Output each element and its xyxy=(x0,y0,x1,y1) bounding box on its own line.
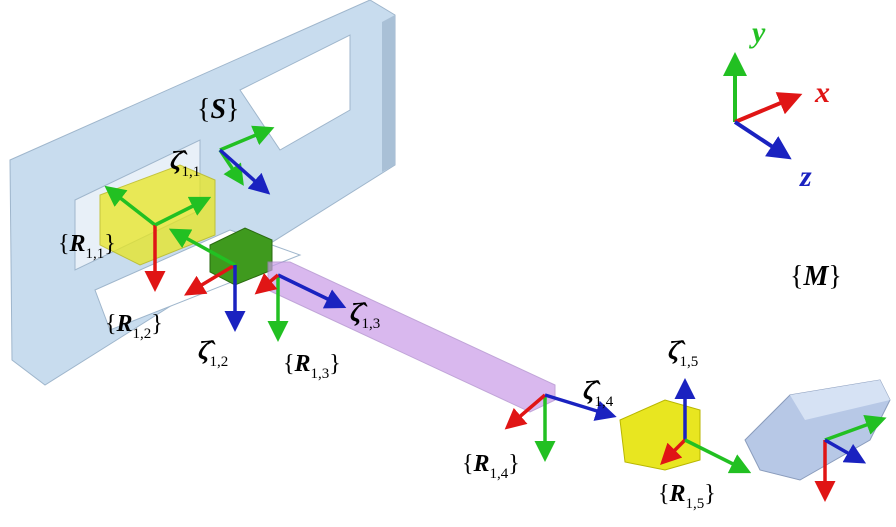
frame-symbol: M xyxy=(803,261,829,292)
joint-axis-label-1-1: ζ̂1,1 xyxy=(170,148,200,180)
frame-subscript: 1,4 xyxy=(489,466,509,482)
joint-subscript: 1,3 xyxy=(361,316,381,332)
axis-label-y: y xyxy=(752,16,766,49)
frame-label-R12: R1,2 xyxy=(105,312,163,342)
frame-label-R13: R1,3 xyxy=(283,352,341,382)
frame-label-R15: R1,5 xyxy=(658,482,716,512)
axis-label-z: z xyxy=(800,160,812,193)
axis-label-x: x xyxy=(815,76,830,109)
joint-subscript: 1,1 xyxy=(181,164,201,180)
frame-symbol: R xyxy=(69,231,86,257)
frame-symbol: R xyxy=(294,351,311,377)
frame-symbol: R xyxy=(669,481,686,507)
joint-subscript: 1,4 xyxy=(594,394,614,410)
joint-axis-label-1-2: ζ̂1,2 xyxy=(198,338,228,370)
joint-subscript: 1,2 xyxy=(209,354,229,370)
frame-subscript: 1,3 xyxy=(310,366,330,382)
joint-axis-label-1-4: ζ̂1,4 xyxy=(583,378,613,410)
frame-label-R11: R1,1 xyxy=(58,232,116,262)
frame-symbol: R xyxy=(116,311,133,337)
frame-symbol: R xyxy=(473,451,490,477)
joint-symbol: ζ̂ xyxy=(170,146,182,175)
joint-axis-label-1-3: ζ̂1,3 xyxy=(350,300,380,332)
end-block xyxy=(744,379,891,481)
frame-label-S: S xyxy=(197,96,239,124)
joint-subscript: 1,5 xyxy=(679,354,699,370)
yellow-clevis xyxy=(619,399,701,471)
joint-symbol: ζ̂ xyxy=(668,336,680,365)
frame-arrows xyxy=(104,125,887,502)
joint-symbol: ζ̂ xyxy=(198,336,210,365)
frame-label-M: M xyxy=(790,263,842,291)
frame-subscript: 1,2 xyxy=(132,326,152,342)
frame-subscript: 1,1 xyxy=(85,246,105,262)
frame-label-R14: R1,4 xyxy=(462,452,520,482)
joint-symbol: ζ̂ xyxy=(583,376,595,405)
frame-subscript: 1,5 xyxy=(685,496,705,512)
purple-link xyxy=(267,261,556,413)
world-axes xyxy=(723,52,803,160)
joint-axis-label-1-5: ζ̂1,5 xyxy=(668,338,698,370)
joint-symbol: ζ̂ xyxy=(350,298,362,327)
frame-symbol: S xyxy=(210,94,227,125)
